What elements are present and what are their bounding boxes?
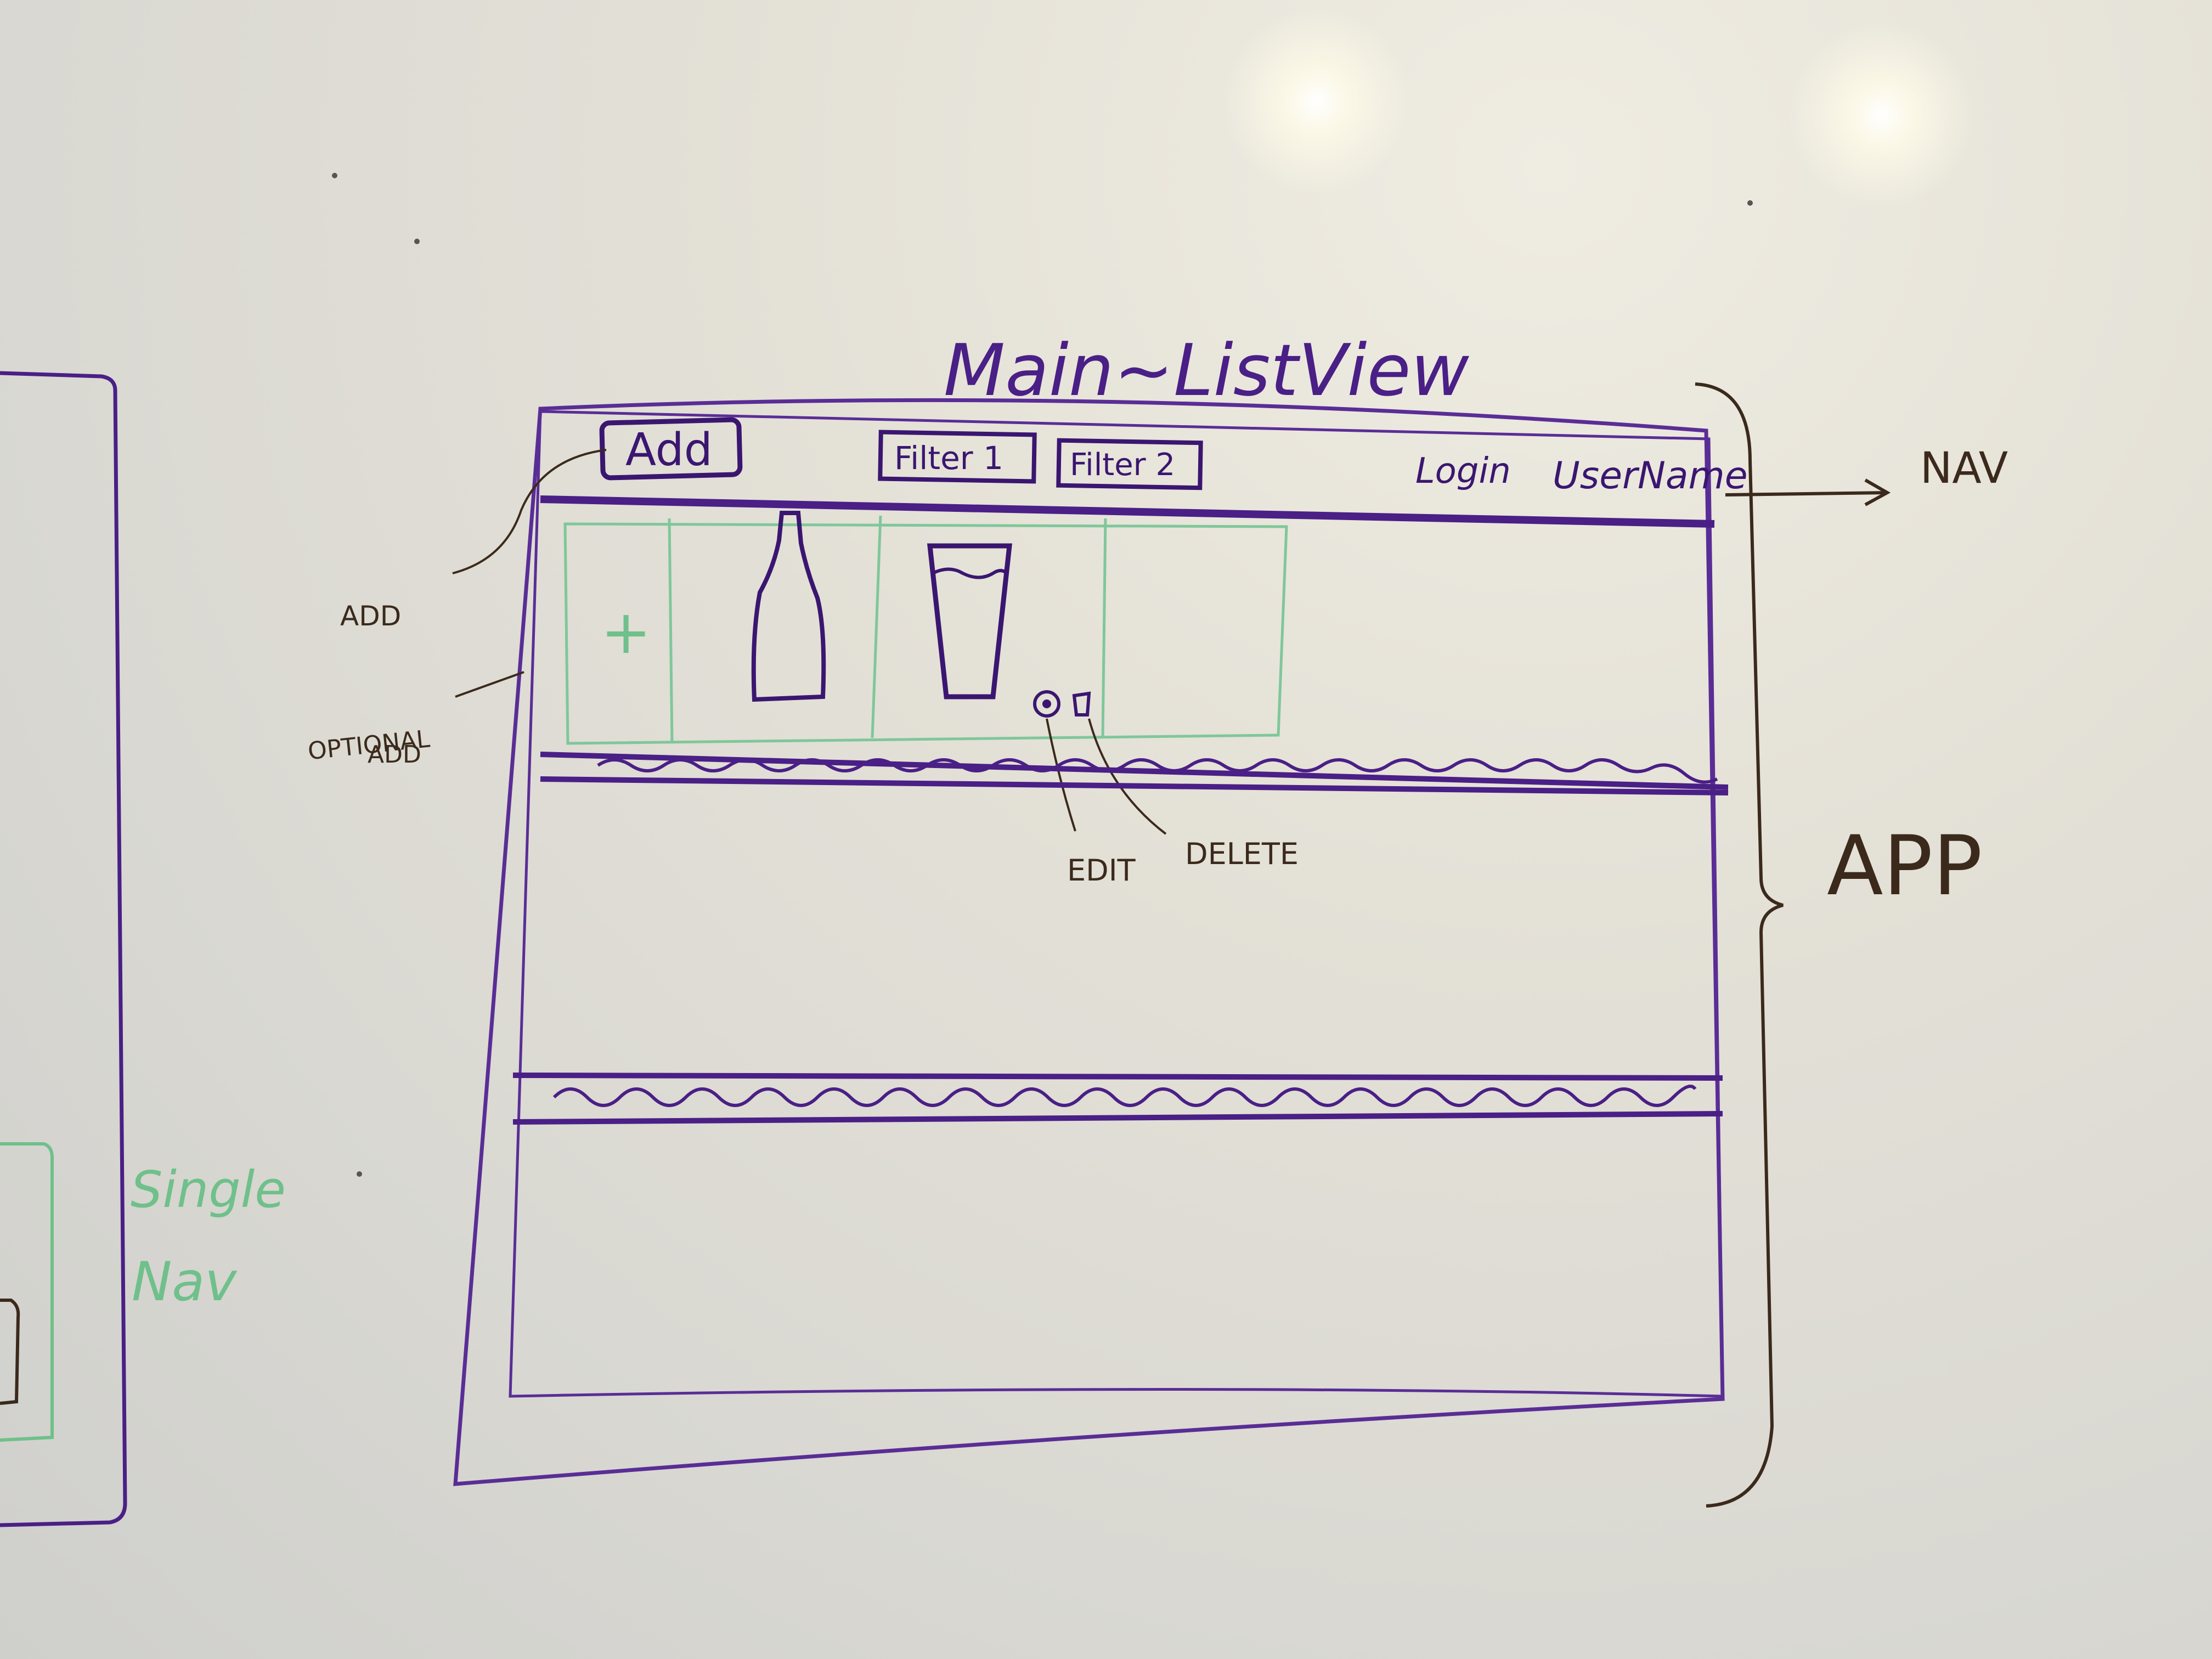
app-annotation: APP (1827, 819, 1983, 914)
card-row-outline (563, 522, 1288, 745)
board-speck (414, 239, 420, 244)
list-row-1 (540, 752, 1729, 795)
optional-add-card[interactable]: + (601, 597, 651, 667)
board-speck (357, 1171, 362, 1177)
edit-callout-line (1046, 718, 1076, 832)
filter-1-button[interactable]: Filter 1 (878, 430, 1037, 484)
add-annotation: ADD (340, 600, 401, 632)
glass-liquid (932, 567, 1008, 579)
add-button[interactable]: Add (599, 417, 743, 481)
scroll-wave-2 (552, 1085, 1697, 1107)
item-card-bottle[interactable] (751, 511, 826, 702)
single-nav-box (0, 1142, 54, 1442)
single-nav-line2: Nav (132, 1251, 238, 1313)
optional-add-annotation-line2: ADD (368, 741, 421, 769)
username-link[interactable]: UserName (1553, 454, 1748, 498)
delete-icon[interactable] (1072, 691, 1091, 716)
nav-annotation: NAV (1920, 444, 2008, 493)
single-nav-line1: Single (131, 1160, 286, 1219)
list-row-2 (512, 1073, 1723, 1125)
nav-arrow-head (1864, 478, 1891, 506)
filter-2-label: Filter 2 (1070, 447, 1175, 483)
inner-frame (509, 410, 1724, 1398)
optional-add-callout-line (455, 671, 524, 698)
edit-annotation: EDIT (1067, 853, 1136, 888)
page-title: Main~ListView (944, 329, 1470, 412)
nav-bar-bottom (540, 495, 1715, 528)
app-frame (453, 398, 1725, 1486)
glass-icon (927, 543, 1013, 699)
add-plus-icon: + (601, 597, 651, 667)
filter-2-button[interactable]: Filter 2 (1056, 438, 1203, 490)
light-glare-right (1788, 22, 1975, 208)
light-glare-left (1223, 8, 1410, 195)
left-sketch-frame (0, 371, 127, 1527)
login-link[interactable]: Login (1415, 451, 1511, 492)
nav-arrow-line (1725, 491, 1885, 496)
board-speck (1747, 200, 1753, 206)
board-speck (332, 173, 337, 178)
bottle-icon (751, 511, 826, 702)
scroll-wave-1 (597, 758, 1718, 784)
item-card-glass[interactable] (927, 543, 1091, 718)
single-nav-inner (0, 1299, 20, 1405)
card-row (563, 515, 1288, 745)
filter-1-label: Filter 1 (894, 439, 1003, 477)
delete-annotation: DELETE (1185, 837, 1299, 871)
add-callout-line (452, 449, 607, 574)
nav-app-brace (1695, 382, 1784, 1508)
edit-icon[interactable] (1033, 690, 1060, 718)
add-button-label: Add (625, 424, 713, 476)
